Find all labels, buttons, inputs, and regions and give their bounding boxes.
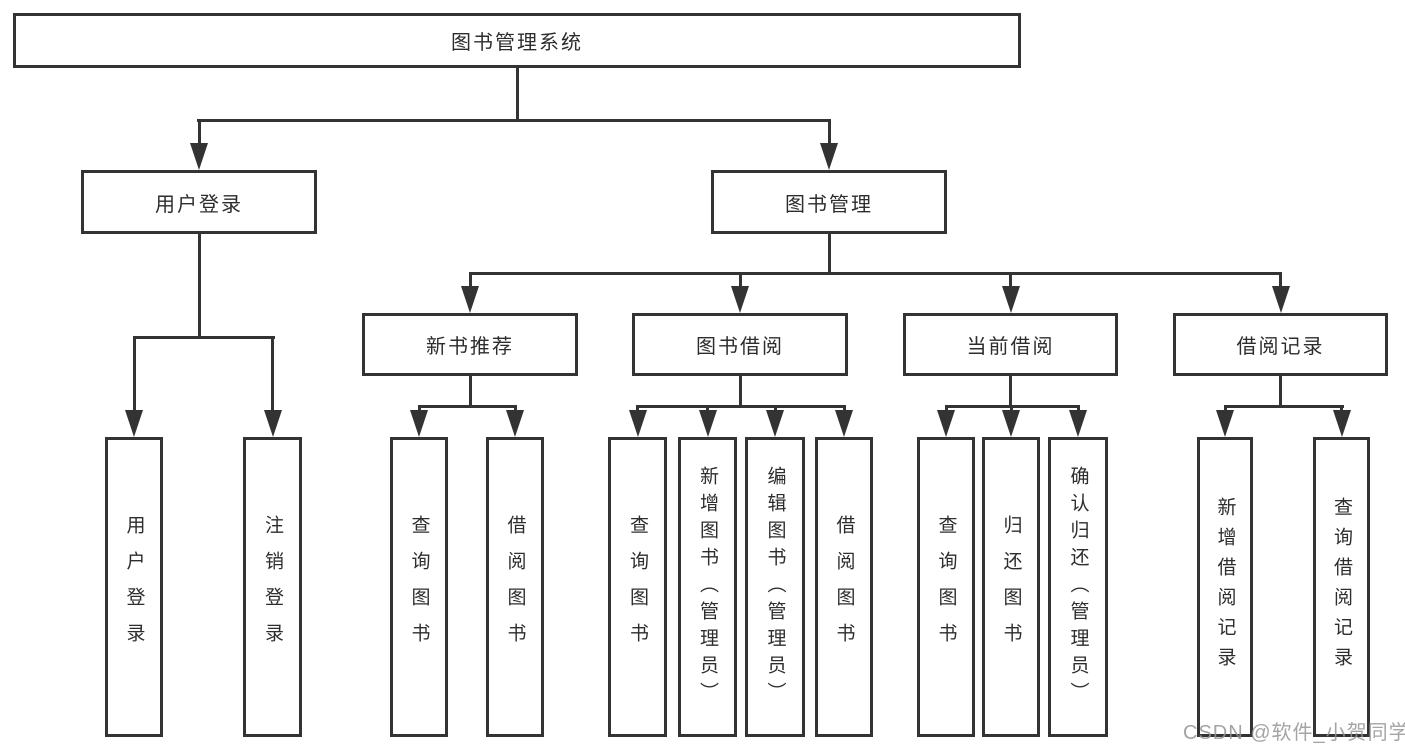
connector-drop-leaf-logout: [271, 336, 274, 414]
connector-current-borrowing-stem: [1009, 376, 1012, 408]
leaf-label: 查询借阅记录: [1331, 497, 1352, 677]
arrowhead-borrowing-records: [1272, 286, 1290, 313]
arrowhead-bb-add: [699, 410, 717, 437]
connector-root-stem: [516, 68, 519, 122]
leaf-borrow-books-borrowing: 借阅图书: [815, 437, 873, 737]
leaf-label: 查询图书: [408, 515, 430, 659]
connector-drop-borrowing-records: [1279, 272, 1282, 290]
connector-user-login-stem: [198, 234, 201, 339]
node-book-borrowing: 图书借阅: [632, 313, 848, 376]
connector-user-login-branch: [133, 336, 275, 339]
arrowhead-leaf-user-login: [125, 410, 143, 437]
node-label: 图书管理系统: [451, 32, 583, 54]
leaf-query-books-borrowing: 查询图书: [608, 437, 667, 737]
leaf-confirm-return-admin: 确认归还（管理员）: [1048, 437, 1108, 737]
leaf-add-books-admin: 新增图书（管理员）: [678, 437, 737, 737]
connector-drop-user-login: [198, 119, 201, 149]
connector-borrowing-records-branch: [1224, 405, 1344, 408]
connector-borrowing-records-stem: [1279, 376, 1282, 408]
leaf-borrow-books-newbook: 借阅图书: [486, 437, 544, 737]
leaf-label: 借阅图书: [833, 515, 855, 659]
node-label: 图书借阅: [696, 336, 784, 358]
node-root-library-management-system: 图书管理系统: [13, 13, 1021, 68]
arrowhead-book-borrowing: [731, 286, 749, 313]
arrowhead-current-borrowing: [1002, 286, 1020, 313]
arrowhead-br-add: [1216, 410, 1234, 437]
node-label: 新书推荐: [426, 336, 514, 358]
leaf-return-books: 归还图书: [982, 437, 1040, 737]
leaf-user-login: 用户登录: [105, 437, 163, 737]
arrowhead-book-management: [820, 143, 838, 170]
leaf-query-books-current: 查询图书: [917, 437, 975, 737]
node-new-book-recommendation: 新书推荐: [362, 313, 578, 376]
leaf-label: 查询图书: [627, 515, 648, 659]
connector-book-borrowing-branch: [636, 405, 846, 408]
leaf-label: 编辑图书（管理员）: [764, 465, 786, 709]
connector-book-management-stem: [828, 234, 831, 275]
arrowhead-nb-borrow: [506, 410, 524, 437]
node-borrowing-records: 借阅记录: [1173, 313, 1388, 376]
arrowhead-br-query: [1333, 410, 1351, 437]
arrowhead-cb-query: [937, 410, 955, 437]
leaf-query-borrow-record: 查询借阅记录: [1313, 437, 1370, 737]
connector-book-management-branch: [469, 272, 1282, 275]
arrowhead-nb-query: [410, 410, 428, 437]
arrowhead-user-login: [190, 143, 208, 170]
arrowhead-bb-borrow: [835, 410, 853, 437]
connector-new-book-branch: [418, 405, 517, 408]
leaf-logout: 注销登录: [243, 437, 302, 737]
connector-new-book-stem: [469, 376, 472, 408]
leaf-label: 借阅图书: [504, 515, 526, 659]
leaf-query-books-newbook: 查询图书: [390, 437, 448, 737]
connector-drop-book-management: [828, 119, 831, 149]
connector-drop-leaf-user-login: [133, 336, 136, 414]
leaf-edit-books-admin: 编辑图书（管理员）: [745, 437, 805, 737]
node-label: 图书管理: [785, 193, 873, 216]
leaf-label: 查询图书: [935, 515, 957, 659]
leaf-label: 注销登录: [262, 515, 283, 659]
arrowhead-new-book: [461, 286, 479, 313]
node-label: 用户登录: [155, 193, 243, 216]
node-label: 当前借阅: [966, 336, 1055, 358]
arrowhead-leaf-logout: [264, 410, 282, 437]
arrowhead-cb-confirm: [1069, 410, 1087, 437]
node-book-management: 图书管理: [711, 170, 947, 234]
node-current-borrowing: 当前借阅: [903, 313, 1118, 376]
arrowhead-bb-edit: [766, 410, 784, 437]
connector-book-borrowing-stem: [739, 376, 742, 408]
connector-root-branch: [197, 119, 831, 122]
csdn-watermark: CSDN @软件_小贺同学: [1183, 722, 1405, 744]
connector-drop-new-book: [469, 272, 472, 290]
leaf-label: 新增借阅记录: [1214, 497, 1236, 677]
leaf-label: 确认归还（管理员）: [1067, 465, 1089, 709]
leaf-add-borrow-record: 新增借阅记录: [1197, 437, 1253, 737]
node-user-login: 用户登录: [81, 170, 317, 234]
leaf-label: 用户登录: [123, 515, 145, 659]
connector-drop-current-borrowing: [1009, 272, 1012, 290]
arrowhead-bb-query: [629, 410, 647, 437]
connector-drop-book-borrowing: [739, 272, 742, 290]
leaf-label: 新增图书（管理员）: [697, 465, 718, 709]
node-label: 借阅记录: [1236, 336, 1325, 358]
arrowhead-cb-return: [1002, 410, 1020, 437]
leaf-label: 归还图书: [1000, 515, 1022, 659]
